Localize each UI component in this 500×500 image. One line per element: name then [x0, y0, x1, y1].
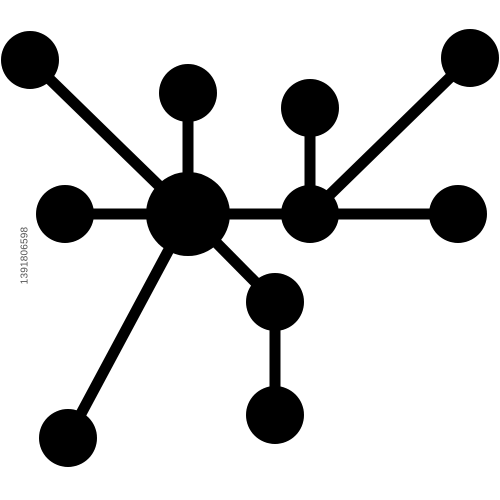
node-top-right: [441, 29, 499, 87]
node-top-left: [1, 31, 59, 89]
node-bottom-left: [39, 409, 97, 467]
hub-node: [146, 172, 230, 256]
node-left: [36, 185, 94, 243]
stock-id-label: 1391806598: [19, 226, 31, 285]
edges: [26, 54, 474, 441]
node-top: [159, 64, 217, 122]
node-top-center: [281, 79, 339, 137]
edge-hub-to-bottomleft: [63, 211, 193, 441]
edge-right-node-to-topright: [306, 54, 474, 218]
node-right: [429, 185, 487, 243]
nodes: [1, 29, 499, 467]
node-middle: [246, 273, 304, 331]
node-right-hub: [281, 185, 339, 243]
node-bottom: [246, 386, 304, 444]
